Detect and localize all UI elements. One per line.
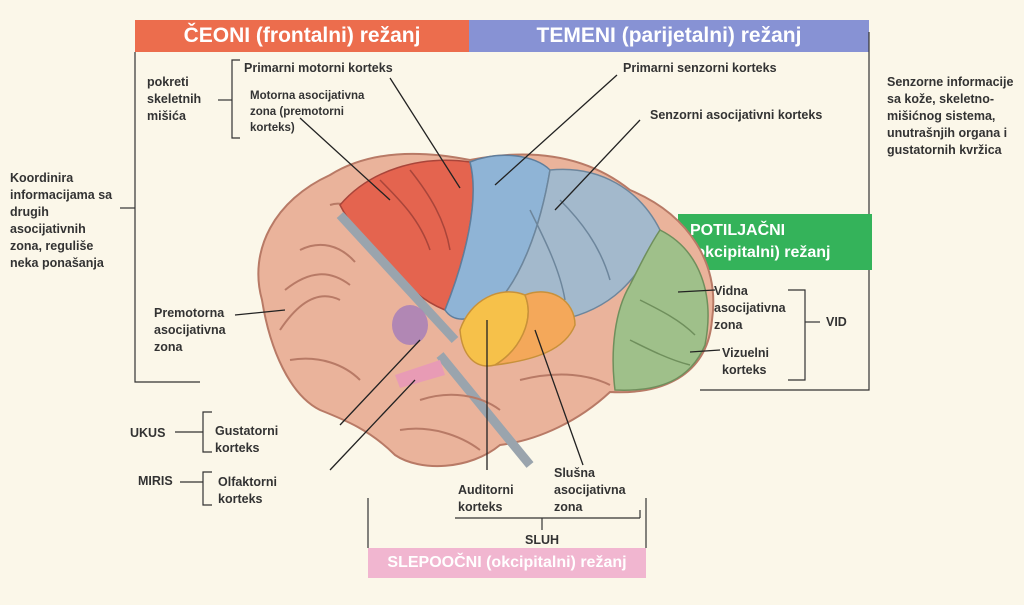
auditory-association-region bbox=[494, 291, 576, 366]
occipital-lobe-title-1: POTILJAČNI bbox=[690, 222, 786, 239]
gustatory-label: Gustatorni korteks bbox=[215, 424, 279, 455]
sensory-assoc-label: Senzorni asocijativni korteks bbox=[650, 108, 823, 122]
taste-label: UKUS bbox=[130, 426, 166, 440]
coordinates-label: Koordinira informacijama sa drugih asoci… bbox=[10, 171, 113, 270]
smell-label: MIRIS bbox=[138, 474, 173, 488]
visual-cortex-label: Vizuelni korteks bbox=[722, 346, 770, 377]
olfactory-label: Olfaktorni korteks bbox=[218, 475, 278, 506]
parietal-lobe-title: TEMENI (parijetalni) režanj bbox=[536, 24, 802, 47]
occipital-lobe-header: POTILJAČNI (okcipitalni) režanj bbox=[678, 214, 872, 270]
skeletal-label: pokreti skeletnih mišića bbox=[147, 75, 202, 123]
motor-assoc-label: Motorna asocijativna zona (premotorni ko… bbox=[250, 90, 365, 134]
temporal-lobe-title: SLEPOOČNI (okcipitalni) režanj bbox=[387, 554, 627, 571]
frontal-lobe-header: ČEONI (frontalni) režanj bbox=[135, 20, 469, 52]
hearing-label: SLUH bbox=[525, 533, 560, 547]
auditory-assoc-label: Slušna asocijativna zona bbox=[554, 466, 626, 514]
primary-sensory-label: Primarni senzorni korteks bbox=[623, 61, 777, 75]
occipital-lobe-title-2: (okcipitalni) režanj bbox=[690, 244, 831, 261]
visual-assoc-label: Vidna asocijativna zona bbox=[714, 284, 786, 332]
frontal-lobe-title: ČEONI (frontalni) režanj bbox=[183, 24, 421, 47]
parietal-lobe-header: TEMENI (parijetalni) režanj bbox=[469, 20, 869, 52]
temporal-lobe-header: SLEPOOČNI (okcipitalni) režanj bbox=[368, 548, 646, 578]
sensory-info-label: Senzorne informacije sa kože, skeletno-m… bbox=[887, 75, 1014, 157]
premotor-assoc-label: Premotorna asocijativna zona bbox=[154, 306, 226, 354]
primary-motor-label: Primarni motorni korteks bbox=[244, 61, 393, 75]
auditory-label: Auditorni korteks bbox=[458, 483, 514, 514]
vision-label: VID bbox=[826, 315, 847, 329]
